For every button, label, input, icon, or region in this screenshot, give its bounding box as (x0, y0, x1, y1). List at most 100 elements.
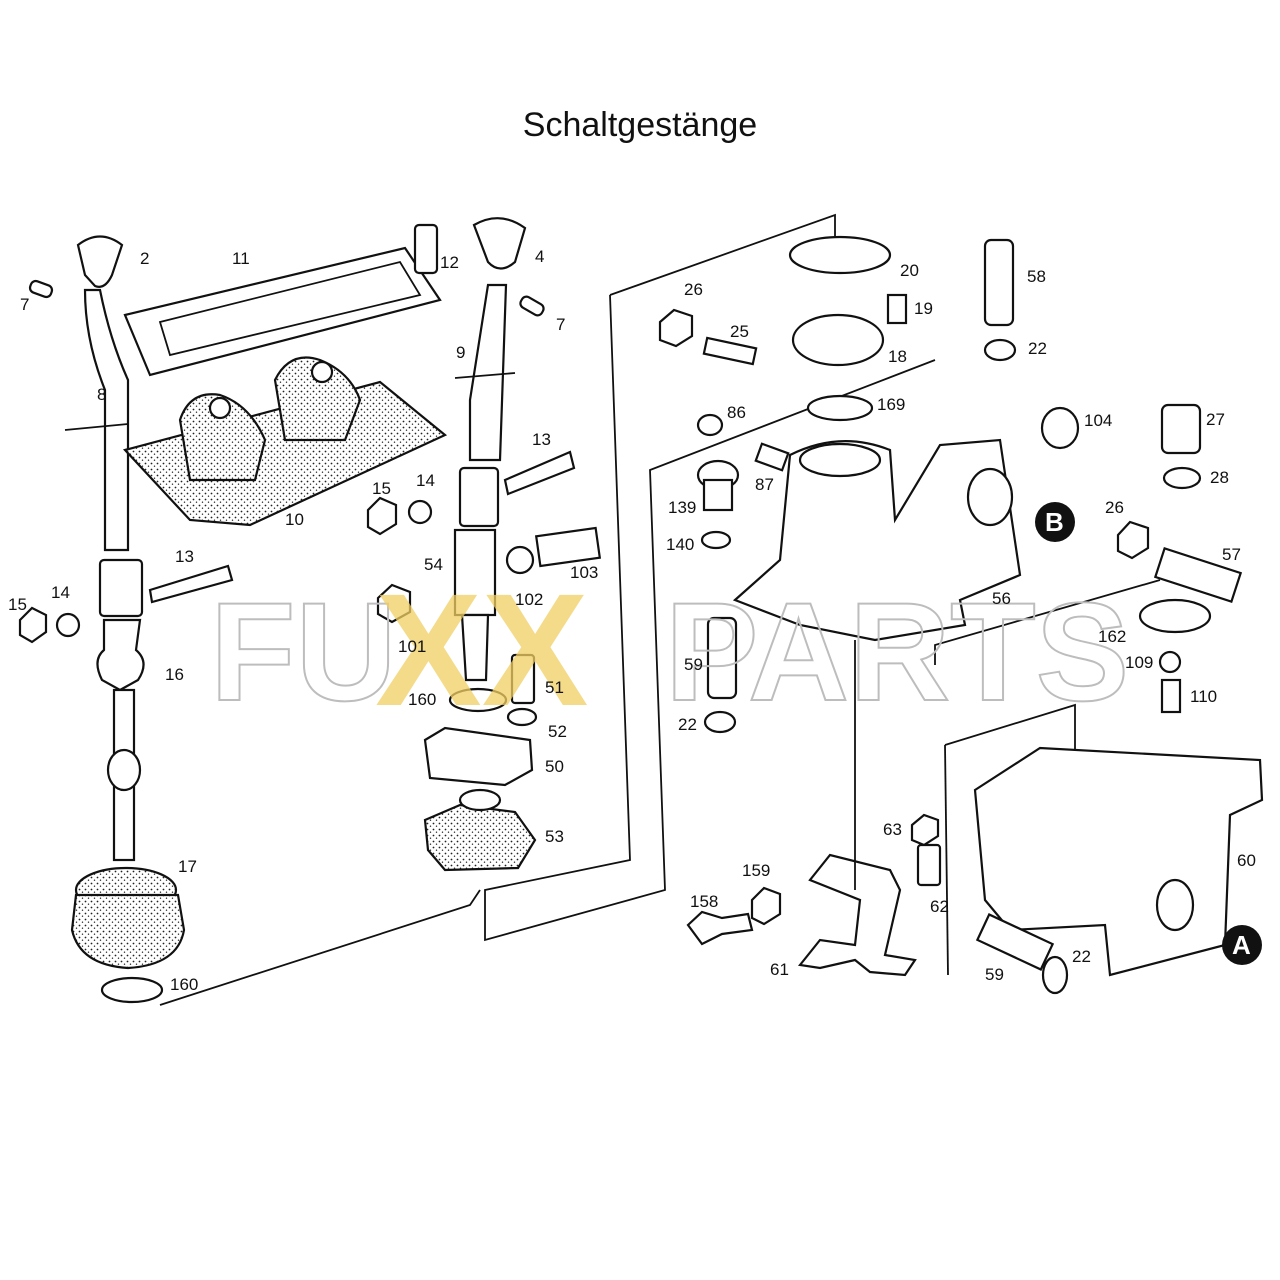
nut-63 (910, 813, 940, 847)
label-14-left: 14 (51, 583, 70, 602)
label-102: 102 (515, 590, 543, 609)
bolt-58 (983, 238, 1015, 327)
part-labels: 2 11 12 4 7 7 8 9 10 13 13 14 14 15 15 1… (8, 247, 1256, 994)
label-52: 52 (548, 722, 567, 741)
label-54: 54 (424, 555, 443, 574)
label-86: 86 (727, 403, 746, 422)
label-13-left: 13 (175, 547, 194, 566)
lever-lower-rod (460, 613, 490, 682)
bolt-62 (916, 843, 942, 887)
label-60: 60 (1237, 851, 1256, 870)
hose-clamp-160-left (100, 976, 164, 1004)
label-10: 10 (285, 510, 304, 529)
nut-15-left (18, 606, 48, 644)
boot-53 (423, 803, 537, 872)
label-22-bottom: 22 (1072, 947, 1091, 966)
pin-7-right (519, 295, 545, 317)
callout-B-circle (1035, 502, 1075, 542)
pin-7-left (28, 279, 54, 299)
label-61: 61 (770, 960, 789, 979)
washer-52 (506, 707, 538, 727)
nut-26-right (1116, 520, 1150, 560)
diagram-title: Schaltgestänge (522, 106, 758, 144)
bolt-27 (1160, 403, 1202, 455)
label-2: 2 (140, 249, 149, 268)
label-15-left: 15 (8, 595, 27, 614)
label-14-middle: 14 (416, 471, 435, 490)
lower-housing-group: A (159, 640, 1264, 1006)
label-87: 87 (755, 475, 774, 494)
label-28: 28 (1210, 468, 1229, 487)
o-ring-169 (806, 394, 874, 422)
grease-nipple-13-middle (503, 450, 576, 496)
grease-nipple-13-left (148, 564, 234, 604)
shift-lever-9 (468, 283, 508, 462)
bolt-57 (1153, 546, 1243, 604)
shift-knob-4 (472, 217, 527, 270)
label-109: 109 (1125, 653, 1153, 672)
label-169: 169 (877, 395, 905, 414)
label-59-bottom: 59 (985, 965, 1004, 984)
washer-22-top (983, 338, 1017, 362)
label-9: 9 (456, 343, 465, 362)
label-53: 53 (545, 827, 564, 846)
left-lever-assembly (18, 235, 234, 1004)
label-22-mid: 22 (678, 715, 697, 734)
label-140: 140 (666, 535, 694, 554)
label-160-middle: 160 (408, 690, 436, 709)
label-103: 103 (570, 563, 598, 582)
washer-102 (505, 545, 535, 575)
label-63: 63 (883, 820, 902, 839)
ball-joint-16 (96, 618, 145, 692)
watermark-xx: XX (375, 560, 588, 739)
washer-14-middle (407, 499, 433, 525)
bolt-103 (534, 526, 602, 568)
label-158: 158 (690, 892, 718, 911)
label-57: 57 (1222, 545, 1241, 564)
label-22-top: 22 (1028, 339, 1047, 358)
nut-26-left (658, 308, 694, 348)
lever-ball-left (106, 748, 142, 792)
ball-109 (1158, 650, 1182, 674)
label-51: 51 (545, 678, 564, 697)
plug-86 (696, 413, 724, 437)
middle-lever-assembly (366, 217, 602, 872)
washer-22-mid (703, 710, 737, 734)
label-26-left: 26 (684, 280, 703, 299)
nut-101 (376, 583, 412, 624)
washer-140 (700, 530, 732, 550)
hose-clamp-160-middle (448, 687, 508, 713)
label-16: 16 (165, 665, 184, 684)
callout-A-circle (1222, 925, 1262, 965)
callout-B-text: B (1045, 507, 1064, 537)
label-162: 162 (1098, 627, 1126, 646)
selector-shaft-54 (453, 528, 497, 617)
watermark-prefix: FU (210, 573, 397, 730)
label-104: 104 (1084, 411, 1112, 430)
label-139: 139 (668, 498, 696, 517)
nut-15-middle (366, 496, 398, 536)
rubber-boot-10a (178, 393, 267, 482)
plate-50 (423, 726, 534, 787)
gear-housing-group: B (484, 213, 1243, 942)
bore-A (1155, 878, 1195, 932)
ring-20 (788, 235, 892, 275)
label-20: 20 (900, 261, 919, 280)
label-25: 25 (730, 322, 749, 341)
retainer-18 (791, 313, 885, 367)
watermark-suffix: PARTS (665, 573, 1129, 730)
label-26-right: 26 (1105, 498, 1124, 517)
sleeve-87 (754, 442, 790, 472)
label-11: 11 (232, 249, 250, 268)
label-7-right: 7 (556, 315, 565, 334)
bolt-158 (686, 910, 754, 946)
shift-knob-2 (76, 235, 124, 288)
label-50: 50 (545, 757, 564, 776)
bolt-51 (510, 653, 536, 705)
label-8: 8 (97, 385, 106, 404)
bolt-59-bottom (975, 913, 1055, 971)
washer-22-bottom (1041, 955, 1069, 995)
label-13-middle: 13 (532, 430, 551, 449)
spring-110 (1160, 678, 1182, 714)
